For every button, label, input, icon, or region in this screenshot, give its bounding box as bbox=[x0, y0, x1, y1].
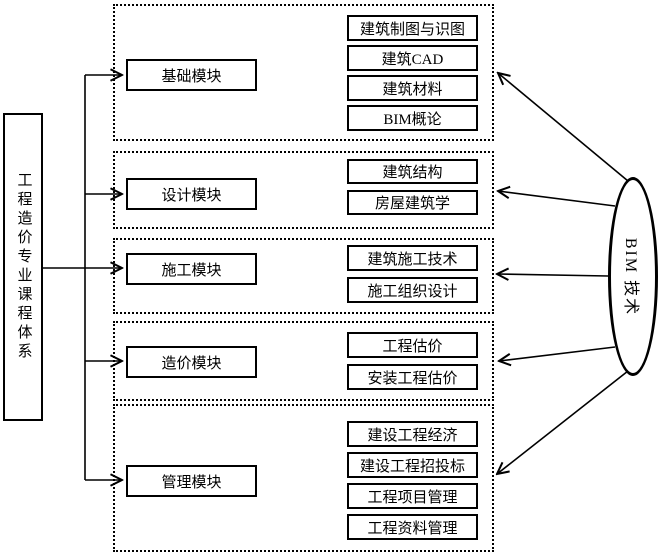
module-design-label: 设计模块 bbox=[161, 187, 222, 204]
course-economics: 建设工程经济 bbox=[347, 421, 478, 447]
course-org-design: 施工组织设计 bbox=[347, 277, 478, 303]
course-label: 建设工程经济 bbox=[367, 427, 458, 444]
course-label: 工程项目管理 bbox=[367, 489, 458, 506]
course-document-mgmt: 工程资料管理 bbox=[347, 514, 478, 540]
bim-label: BIM 技术 bbox=[622, 237, 640, 316]
module-cost: 造价模块 bbox=[126, 346, 257, 378]
module-foundation-label: 基础模块 bbox=[161, 68, 222, 85]
bim-ellipse: BIM 技术 bbox=[608, 177, 658, 376]
course-estimation: 工程估价 bbox=[347, 332, 478, 358]
module-management-label: 管理模块 bbox=[161, 474, 222, 491]
bim-arrow-cost bbox=[499, 346, 616, 361]
course-label: 安装工程估价 bbox=[367, 370, 458, 387]
module-construction: 施工模块 bbox=[126, 253, 257, 285]
module-cost-label: 造价模块 bbox=[161, 355, 222, 372]
module-design: 设计模块 bbox=[126, 178, 257, 210]
course-bidding: 建设工程招投标 bbox=[347, 452, 478, 478]
root-title-box: 工程造价专业课程体系 bbox=[3, 113, 43, 421]
bim-arrow-management bbox=[497, 370, 629, 474]
course-install-estimation: 安装工程估价 bbox=[347, 364, 478, 390]
course-label: 房屋建筑学 bbox=[374, 196, 450, 212]
course-drawing-reading: 建筑制图与识图 bbox=[347, 15, 478, 41]
course-label: BIM概论 bbox=[383, 111, 442, 128]
bim-arrow-construction bbox=[497, 274, 609, 276]
module-construction-label: 施工模块 bbox=[161, 262, 222, 279]
module-foundation: 基础模块 bbox=[126, 59, 257, 91]
course-bim-intro: BIM概论 bbox=[347, 105, 478, 131]
root-title-text: 工程造价专业课程体系 bbox=[15, 172, 32, 362]
module-management: 管理模块 bbox=[126, 465, 257, 497]
course-label: 施工组织设计 bbox=[367, 283, 458, 300]
course-label: 建筑CAD bbox=[381, 51, 444, 68]
bim-arrow-design bbox=[498, 191, 616, 207]
course-building-arch: 房屋建筑学 bbox=[347, 190, 478, 215]
course-cad: 建筑CAD bbox=[347, 45, 478, 71]
course-project-mgmt: 工程项目管理 bbox=[347, 483, 478, 509]
course-label: 工程估价 bbox=[382, 338, 443, 355]
course-label: 建筑材料 bbox=[382, 81, 443, 98]
course-materials: 建筑材料 bbox=[347, 75, 478, 101]
group-construction bbox=[113, 238, 494, 314]
course-label: 工程资料管理 bbox=[367, 520, 458, 537]
course-label: 建设工程招投标 bbox=[359, 458, 465, 475]
course-structure: 建筑结构 bbox=[347, 159, 478, 184]
course-construction-tech: 建筑施工技术 bbox=[347, 245, 478, 271]
course-label: 建筑施工技术 bbox=[367, 251, 458, 268]
course-label: 建筑结构 bbox=[382, 165, 443, 181]
course-label: 建筑制图与识图 bbox=[359, 21, 465, 38]
bim-arrow-foundation bbox=[498, 73, 629, 182]
